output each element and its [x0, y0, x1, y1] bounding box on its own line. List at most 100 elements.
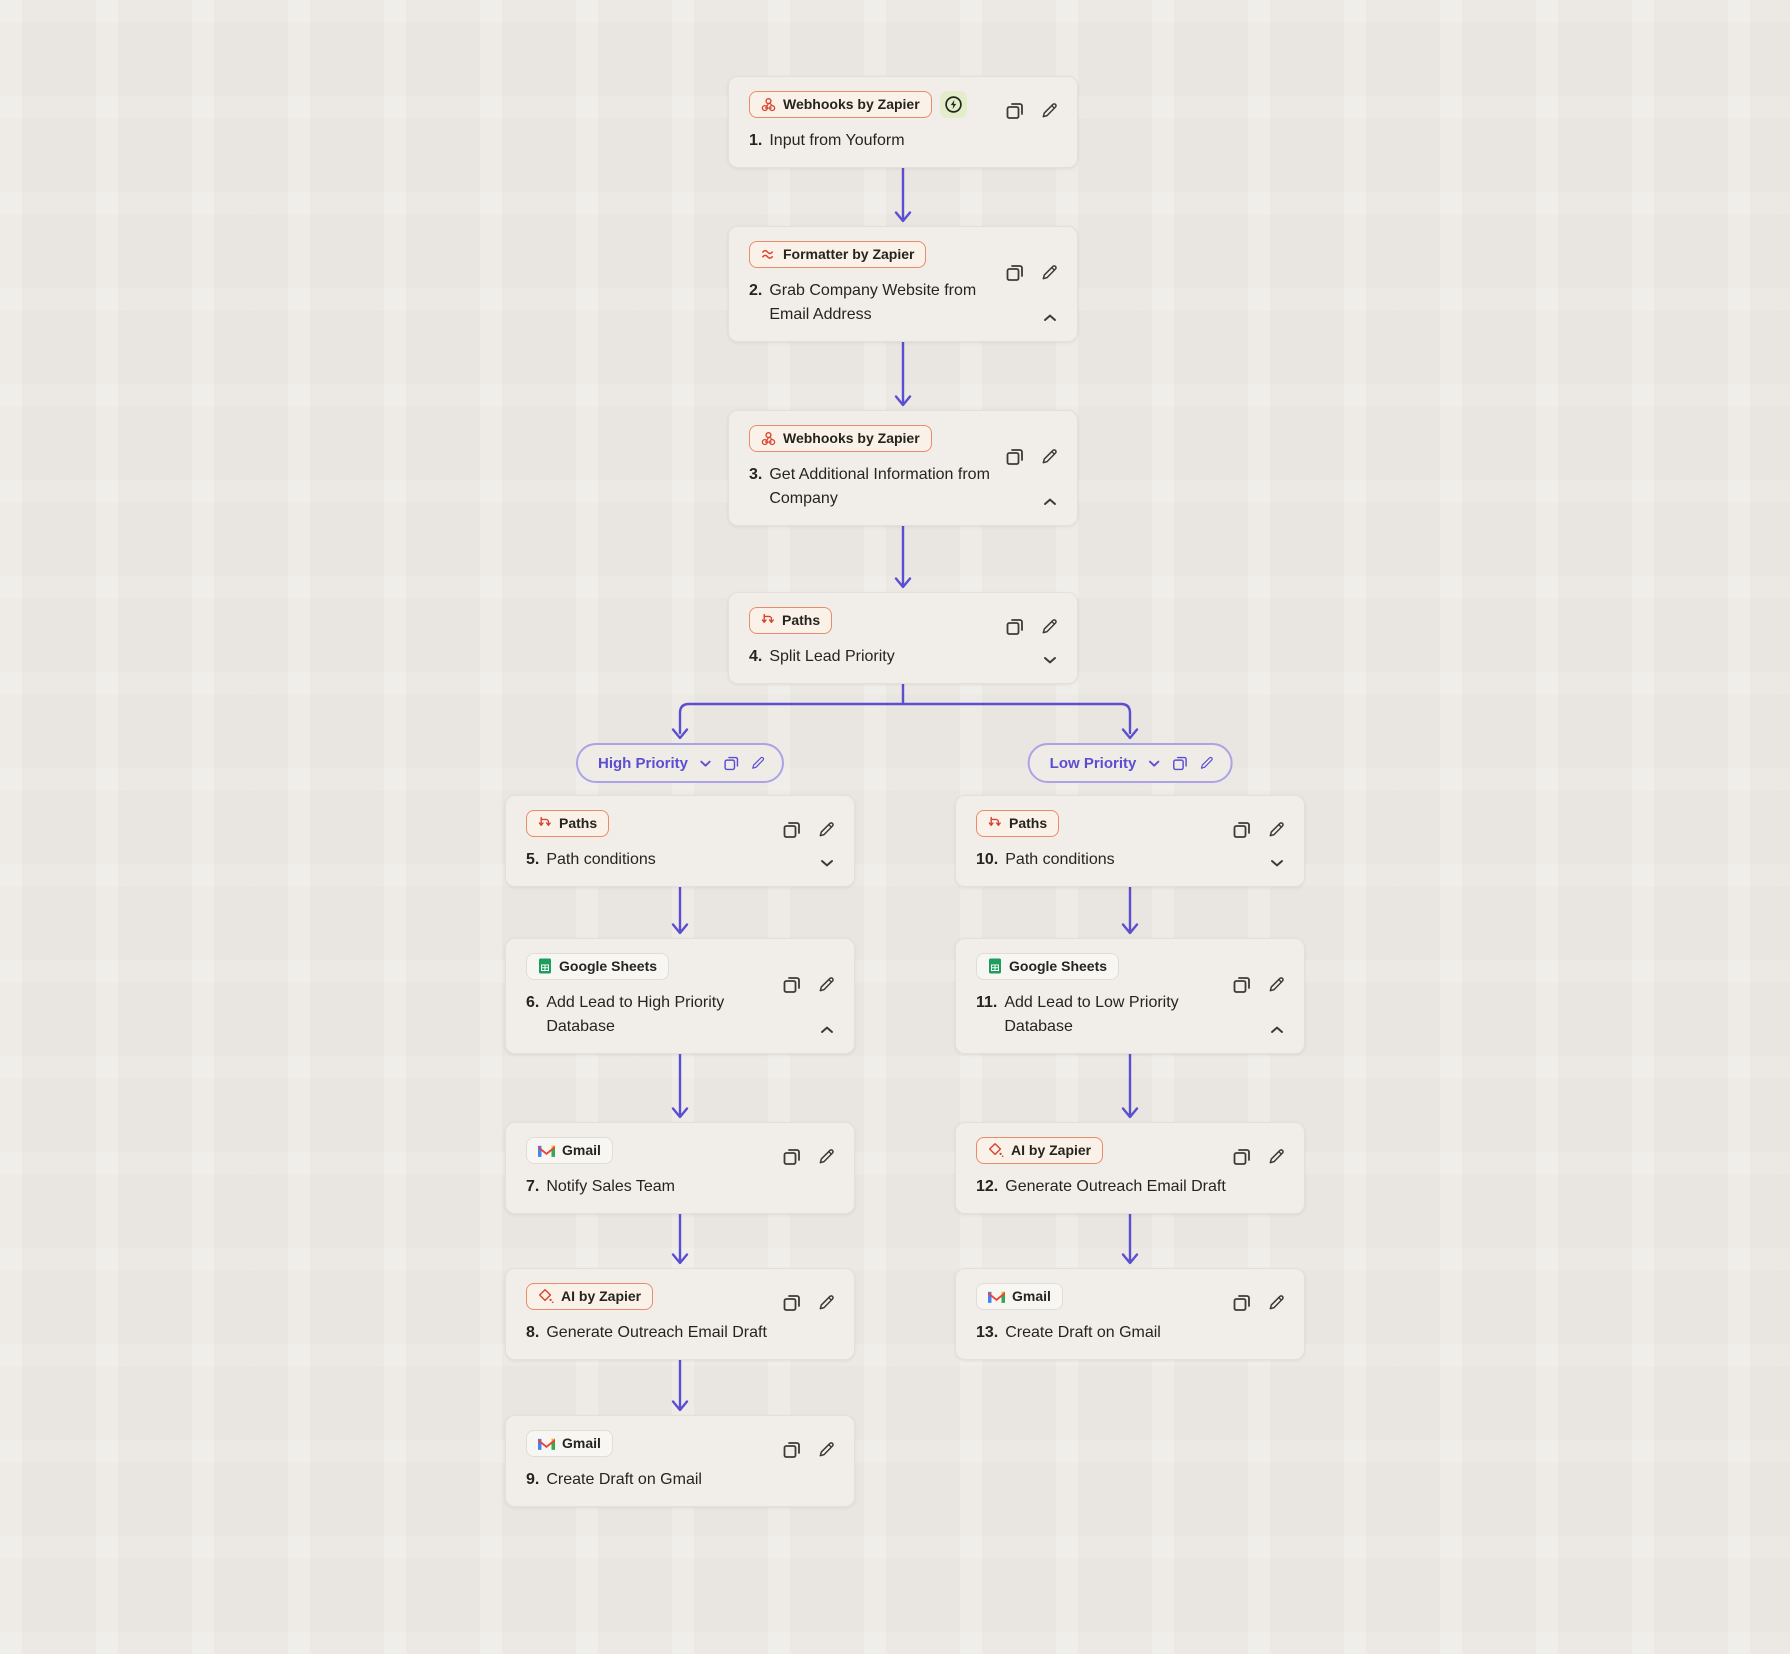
step-card[interactable]: Gmail 9. Create Draft on Gmail: [505, 1415, 855, 1507]
app-badge[interactable]: Google Sheets: [526, 953, 670, 980]
branch-pill-low-priority[interactable]: Low Priority: [1027, 743, 1233, 783]
step-number: 9.: [526, 1470, 540, 1488]
copy-icon[interactable]: [782, 1147, 802, 1167]
step-card[interactable]: Google Sheets 11.Add Lead to Low Priorit…: [955, 938, 1305, 1054]
step-card[interactable]: Paths 4.Split Lead Priority: [728, 592, 1078, 684]
copy-icon[interactable]: [1005, 447, 1025, 467]
step-title: 1.Input from Youform: [749, 129, 1057, 153]
google-sheets-icon: [988, 958, 1002, 974]
copy-icon[interactable]: [782, 820, 802, 840]
badge-row: Google Sheets: [976, 953, 1284, 980]
chevron-down-icon[interactable]: [1269, 855, 1285, 871]
edit-icon[interactable]: [817, 1293, 836, 1312]
copy-icon[interactable]: [1232, 975, 1252, 995]
chevron-up-icon[interactable]: [1269, 1022, 1285, 1038]
edit-icon[interactable]: [817, 975, 836, 994]
copy-icon[interactable]: [1005, 617, 1025, 637]
step-card[interactable]: Gmail 7.Notify Sales Team: [505, 1122, 855, 1214]
app-badge[interactable]: Paths: [526, 810, 610, 837]
step-title: 10. Path conditions: [976, 848, 1284, 872]
copy-icon[interactable]: [1232, 820, 1252, 840]
copy-icon[interactable]: [782, 975, 802, 995]
copy-icon[interactable]: [1232, 1293, 1252, 1313]
app-badge[interactable]: Gmail: [526, 1430, 613, 1457]
app-badge[interactable]: Formatter by Zapier: [749, 241, 927, 268]
edit-icon[interactable]: [817, 1147, 836, 1166]
app-badge[interactable]: Webhooks by Zapier: [749, 91, 932, 118]
edit-icon[interactable]: [1040, 263, 1059, 282]
step-title-text: Add Lead to Low Priority Database: [1004, 993, 1179, 1035]
step-title: 9. Create Draft on Gmail: [526, 1468, 834, 1492]
badge-row: Gmail: [976, 1283, 1284, 1310]
chevron-down-icon[interactable]: [819, 855, 835, 871]
app-name: Google Sheets: [1009, 958, 1108, 974]
step-title-text: Input from Youform: [769, 132, 905, 149]
app-badge[interactable]: AI by Zapier: [976, 1137, 1104, 1164]
app-badge[interactable]: Paths: [749, 607, 833, 634]
badge-row: Webhooks by Zapier: [749, 91, 1057, 118]
chevron-down-icon[interactable]: [698, 756, 713, 771]
app-badge[interactable]: Gmail: [526, 1137, 613, 1164]
badge-row: Paths: [976, 810, 1284, 837]
edit-icon[interactable]: [750, 755, 766, 771]
step-title: 2.Grab Company Website from Email Addres…: [749, 279, 1057, 327]
app-badge[interactable]: Gmail: [976, 1283, 1063, 1310]
copy-icon[interactable]: [1171, 755, 1188, 772]
step-number: 8.: [526, 1323, 540, 1341]
step-card[interactable]: Webhooks by Zapier 1.Input from Youform: [728, 76, 1078, 168]
badge-row: Gmail: [526, 1137, 834, 1164]
app-badge[interactable]: AI by Zapier: [526, 1283, 654, 1310]
chevron-down-icon[interactable]: [1042, 652, 1058, 668]
edit-icon[interactable]: [1267, 820, 1286, 839]
edit-icon[interactable]: [817, 820, 836, 839]
edit-icon[interactable]: [817, 1440, 836, 1459]
paths-icon: [988, 816, 1002, 830]
chevron-up-icon[interactable]: [819, 1022, 835, 1038]
badge-row: AI by Zapier: [976, 1137, 1284, 1164]
step-title-text: Create Draft on Gmail: [546, 1470, 702, 1488]
step-card[interactable]: Google Sheets 6.Add Lead to High Priorit…: [505, 938, 855, 1054]
app-badge[interactable]: Google Sheets: [976, 953, 1120, 980]
app-badge[interactable]: Webhooks by Zapier: [749, 425, 932, 452]
step-title: 13. Create Draft on Gmail: [976, 1321, 1284, 1345]
step-title-text: Path conditions: [1005, 850, 1115, 868]
step-number: 13.: [976, 1323, 999, 1341]
copy-icon[interactable]: [782, 1293, 802, 1313]
edit-icon[interactable]: [1040, 101, 1059, 120]
chevron-down-icon[interactable]: [1146, 756, 1161, 771]
app-badge[interactable]: Paths: [976, 810, 1060, 837]
step-number: 10.: [976, 850, 999, 868]
chevron-up-icon[interactable]: [1042, 310, 1058, 326]
edit-icon[interactable]: [1198, 755, 1214, 771]
step-title-text: Generate Outreach Email Draft: [546, 1323, 767, 1341]
edit-icon[interactable]: [1040, 447, 1059, 466]
edit-icon[interactable]: [1267, 975, 1286, 994]
copy-icon[interactable]: [723, 755, 740, 772]
step-card[interactable]: Paths 5.Path conditions: [505, 795, 855, 887]
edit-icon[interactable]: [1267, 1147, 1286, 1166]
step-title-text: Generate Outreach Email Draft: [1005, 1177, 1226, 1195]
step-title-text: Split Lead Priority: [769, 647, 895, 665]
step-card[interactable]: AI by Zapier 8. Generate Outreach Email D…: [505, 1268, 855, 1360]
step-card[interactable]: Formatter by Zapier 2.Grab Company Websi…: [728, 226, 1078, 342]
step-number: 3.: [749, 465, 763, 483]
step-title-text: Create Draft on Gmail: [1005, 1323, 1161, 1341]
copy-icon[interactable]: [782, 1440, 802, 1460]
edit-icon[interactable]: [1040, 617, 1059, 636]
app-name: AI by Zapier: [1011, 1142, 1092, 1158]
app-name: Webhooks by Zapier: [783, 430, 920, 446]
step-card[interactable]: Gmail 13. Create Draft on Gmail: [955, 1268, 1305, 1360]
step-card[interactable]: Webhooks by Zapier 3.Get Additional Info…: [728, 410, 1078, 526]
app-name: Gmail: [562, 1435, 601, 1451]
branch-pill-high-priority[interactable]: High Priority: [575, 743, 785, 783]
step-card[interactable]: AI by Zapier 12.Generate Outreach Email …: [955, 1122, 1305, 1214]
step-card[interactable]: Paths 10. Path conditions: [955, 795, 1305, 887]
gmail-icon: [538, 1437, 555, 1450]
chevron-up-icon[interactable]: [1042, 494, 1058, 510]
paths-icon: [538, 816, 552, 830]
edit-icon[interactable]: [1267, 1293, 1286, 1312]
copy-icon[interactable]: [1005, 263, 1025, 283]
copy-icon[interactable]: [1232, 1147, 1252, 1167]
copy-icon[interactable]: [1005, 101, 1025, 121]
